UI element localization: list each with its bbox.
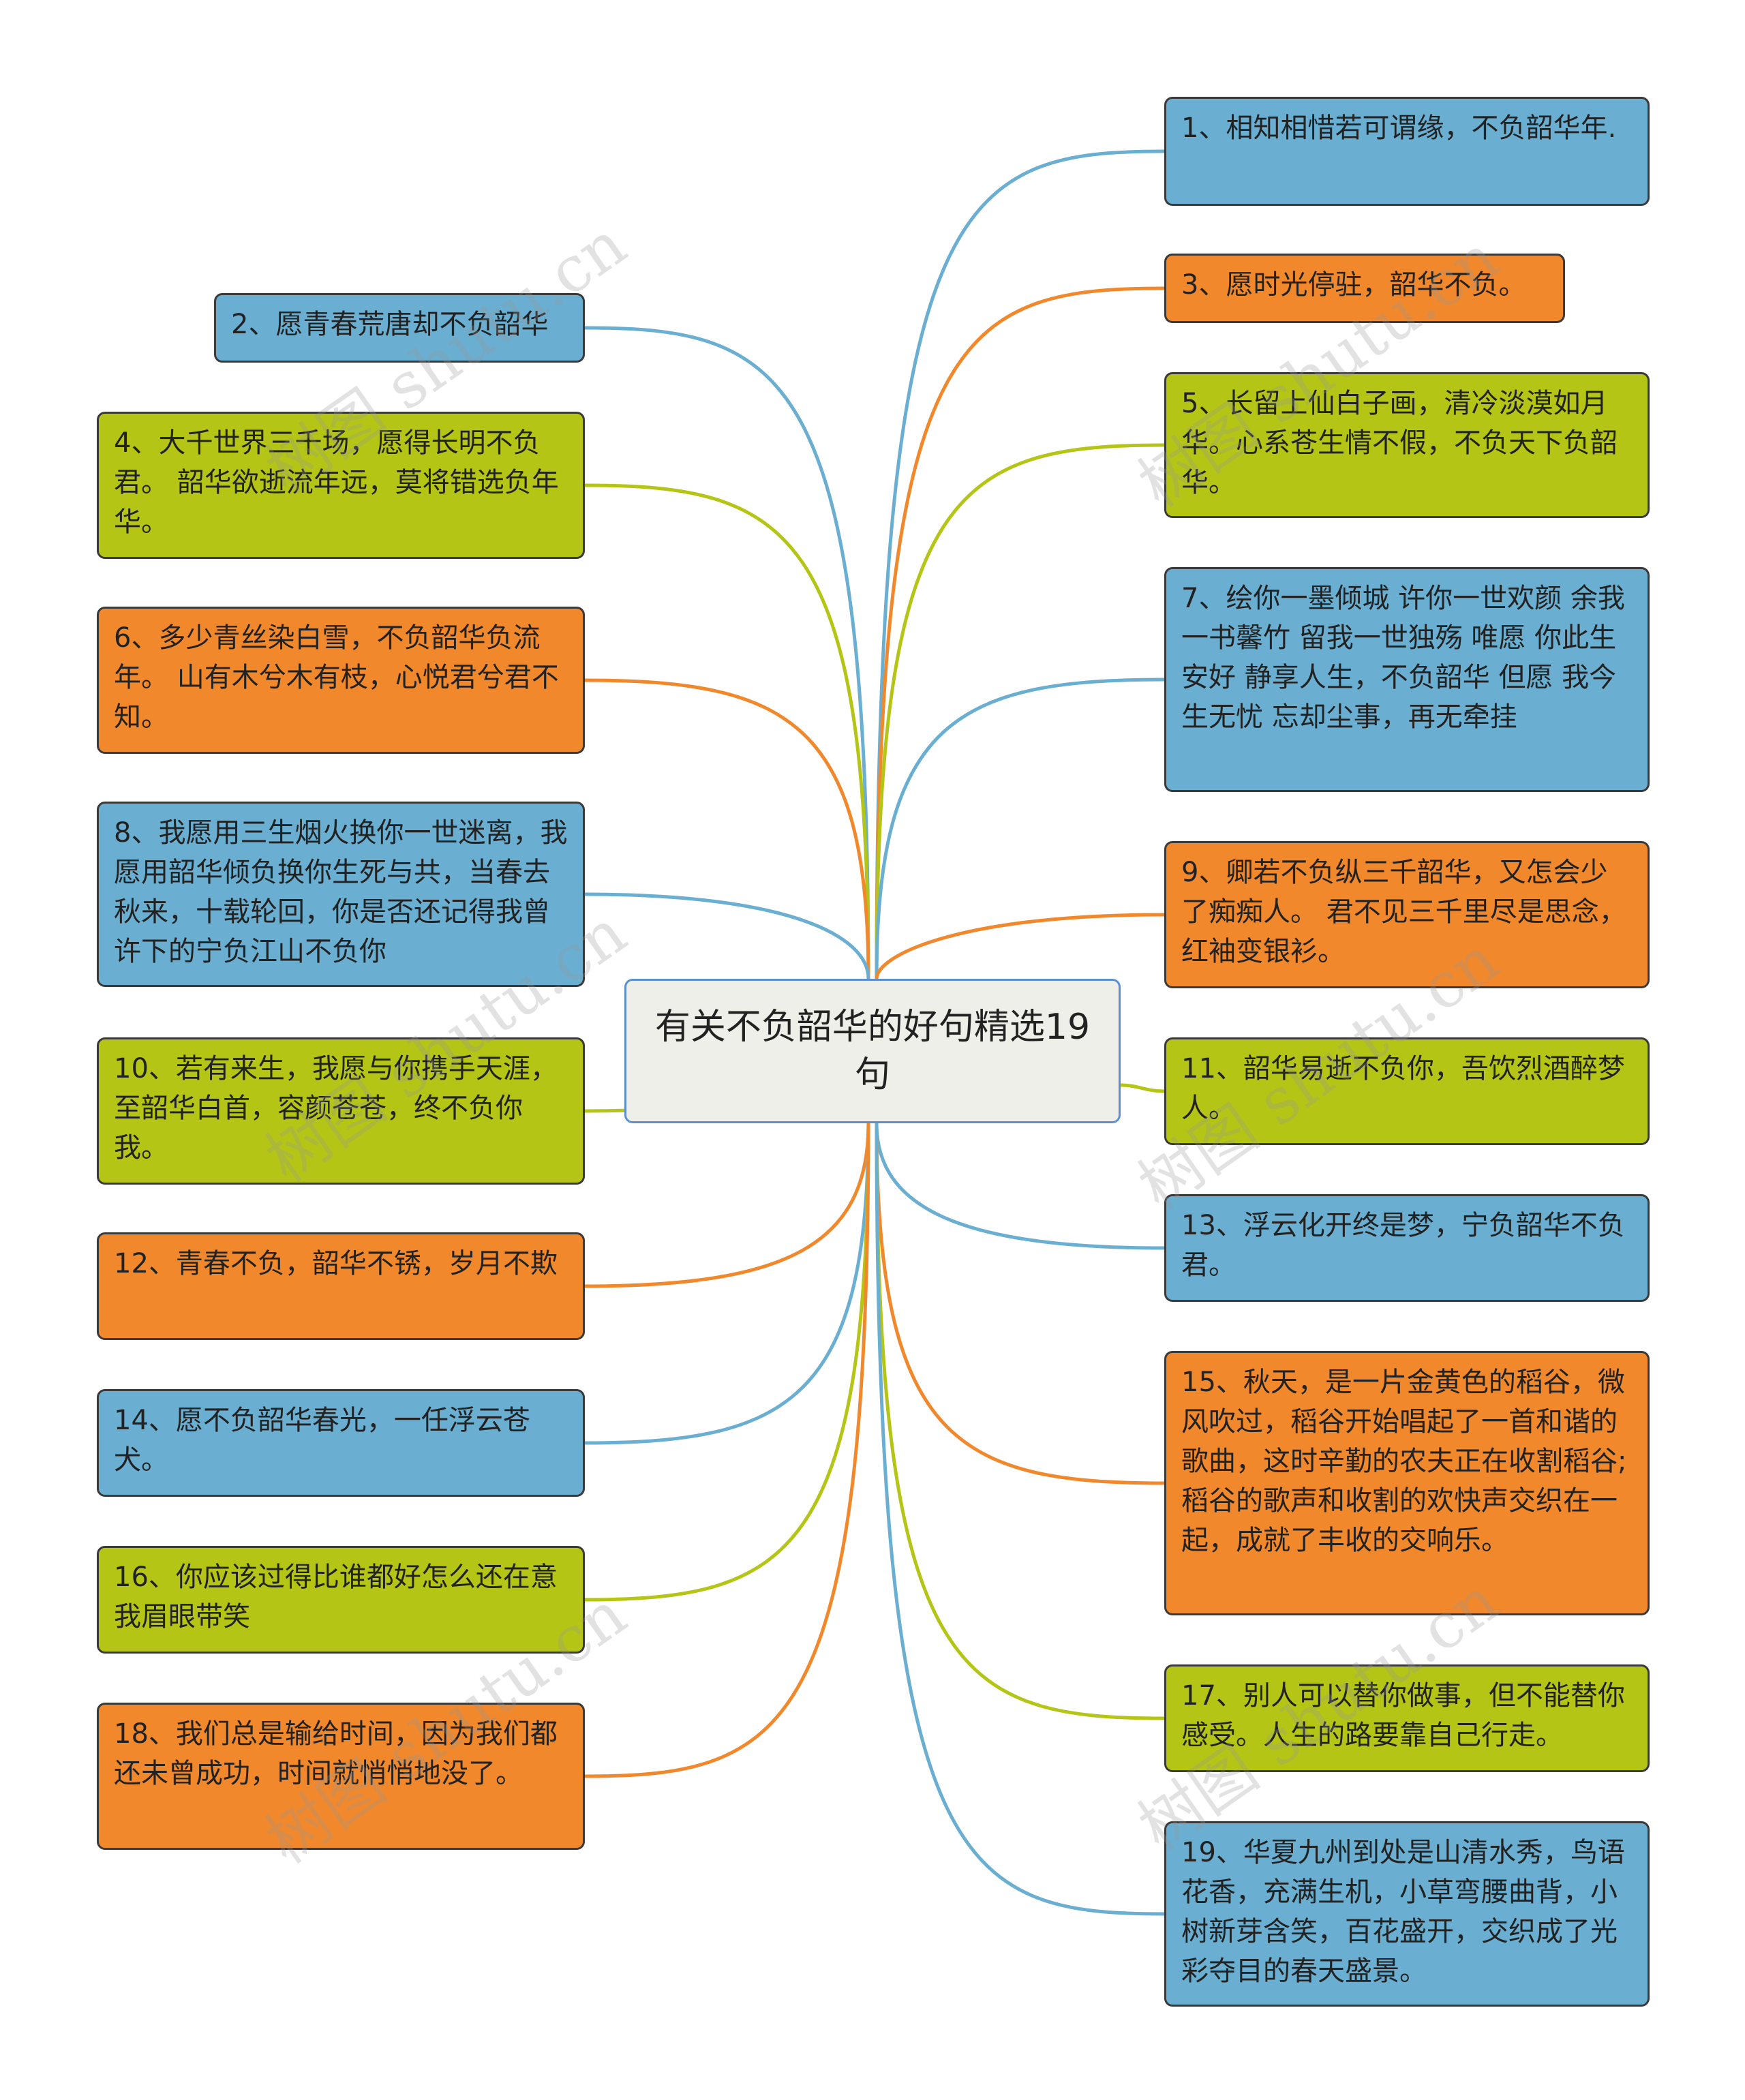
- left-topic-node[interactable]: 6、多少青丝染白雪，不负韶华负流年。 山有木兮木有枝，心悦君兮君不知。: [97, 607, 585, 754]
- central-topic-label: 有关不负韶华的好句精选19句: [654, 1007, 1091, 1095]
- left-topic-node[interactable]: 12、青春不负，韶华不锈，岁月不欺: [97, 1232, 585, 1340]
- right-connector-6: [875, 1123, 1165, 1250]
- right-topic-text: 9、卿若不负纵三千韶华，又怎会少了痴痴人。 君不见三千里尽是思念，红袖变银衫。: [1181, 857, 1626, 967]
- left-topic-text: 6、多少青丝染白雪，不负韶华负流年。 山有木兮木有枝，心悦君兮君不知。: [114, 622, 559, 733]
- right-topic-node[interactable]: 15、秋天，是一片金黄色的稻谷，微风吹过，稻谷开始唱起了一首和谐的歌曲，这时辛勤…: [1164, 1351, 1650, 1615]
- left-topic-text: 18、我们总是输给时间，因为我们都还未曾成功，时间就悄悄地没了。: [114, 1718, 558, 1789]
- right-connector-2: [875, 443, 1165, 979]
- right-connector-9: [875, 1123, 1165, 1916]
- left-topic-text: 8、我愿用三生烟火换你一世迷离，我愿用韶华倾负换你生死与共，当春去秋来，十载轮回…: [114, 817, 568, 967]
- right-topic-node[interactable]: 19、华夏九州到处是山清水秀，鸟语花香，充满生机，小草弯腰曲背，小树新芽含笑，百…: [1164, 1821, 1650, 2007]
- left-topic-node[interactable]: 2、愿青春荒唐却不负韶华: [214, 293, 585, 363]
- right-topic-node[interactable]: 9、卿若不负纵三千韶华，又怎会少了痴痴人。 君不见三千里尽是思念，红袖变银衫。: [1164, 841, 1650, 988]
- left-topic-text: 14、愿不负韶华春光，一任浮云苍犬。: [114, 1405, 530, 1476]
- left-connector-7: [584, 1123, 870, 1602]
- left-topic-node[interactable]: 8、我愿用三生烟火换你一世迷离，我愿用韶华倾负换你生死与共，当春去秋来，十载轮回…: [97, 802, 585, 987]
- right-connector-5: [1120, 1083, 1165, 1093]
- right-topic-node[interactable]: 11、韶华易逝不负你，吾饮烈酒醉梦人。: [1164, 1037, 1650, 1145]
- left-topic-node[interactable]: 16、你应该过得比谁都好怎么还在意我眉眼带笑: [97, 1546, 585, 1654]
- right-connector-4: [875, 913, 1165, 979]
- right-connector-7: [875, 1123, 1165, 1485]
- right-topic-node[interactable]: 5、长留上仙白子画，清冷淡漠如月华。心系苍生情不假，不负天下负韶华。: [1164, 372, 1650, 518]
- right-topic-node[interactable]: 13、浮云化开终是梦，宁负韶华不负君。: [1164, 1194, 1650, 1302]
- left-topic-text: 16、你应该过得比谁都好怎么还在意我眉眼带笑: [114, 1562, 558, 1632]
- right-connector-3: [875, 678, 1165, 979]
- left-topic-node[interactable]: 14、愿不负韶华春光，一任浮云苍犬。: [97, 1389, 585, 1497]
- right-topic-text: 17、别人可以替你做事，但不能替你感受。人生的路要靠自己行走。: [1181, 1680, 1625, 1751]
- right-topic-text: 3、愿时光停驻，韶华不负。: [1181, 269, 1526, 301]
- right-topic-text: 5、长留上仙白子画，清冷淡漠如月华。心系苍生情不假，不负天下负韶华。: [1181, 388, 1618, 498]
- left-topic-node[interactable]: 10、若有来生，我愿与你携手天涯，至韶华白首，容颜苍苍，终不负你我。: [97, 1037, 585, 1185]
- right-topic-text: 19、华夏九州到处是山清水秀，鸟语花香，充满生机，小草弯腰曲背，小树新芽含笑，百…: [1181, 1837, 1625, 1987]
- right-topic-text: 1、相知相惜若可谓缘，不负韶华年.: [1181, 112, 1617, 144]
- left-topic-node[interactable]: 4、大千世界三千场，愿得长明不负君。 韶华欲逝流年远，莫将错选负年华。: [97, 412, 585, 559]
- central-topic[interactable]: 有关不负韶华的好句精选19句: [624, 979, 1121, 1123]
- right-topic-node[interactable]: 1、相知相惜若可谓缘，不负韶华年.: [1164, 97, 1650, 206]
- right-connector-0: [875, 149, 1165, 979]
- left-topic-node[interactable]: 18、我们总是输给时间，因为我们都还未曾成功，时间就悄悄地没了。: [97, 1703, 585, 1850]
- left-topic-text: 10、若有来生，我愿与你携手天涯，至韶华白首，容颜苍苍，终不负你我。: [114, 1053, 558, 1163]
- left-topic-text: 12、青春不负，韶华不锈，岁月不欺: [114, 1248, 558, 1279]
- right-connector-8: [875, 1123, 1165, 1720]
- right-topic-text: 15、秋天，是一片金黄色的稻谷，微风吹过，稻谷开始唱起了一首和谐的歌曲，这时辛勤…: [1181, 1367, 1627, 1556]
- right-topic-node[interactable]: 3、愿时光停驻，韶华不负。: [1164, 254, 1565, 323]
- right-topic-node[interactable]: 17、别人可以替你做事，但不能替你感受。人生的路要靠自己行走。: [1164, 1664, 1650, 1772]
- left-topic-text: 2、愿青春荒唐却不负韶华: [231, 309, 549, 340]
- left-connector-2: [584, 678, 870, 979]
- left-connector-5: [584, 1123, 870, 1288]
- left-connector-0: [584, 326, 870, 979]
- right-topic-node[interactable]: 7、绘你一墨倾城 许你一世欢颜 余我一书馨竹 留我一世独殇 唯愿 你此生安好 静…: [1164, 567, 1650, 792]
- left-connector-6: [584, 1123, 870, 1445]
- left-connector-3: [584, 892, 870, 979]
- right-connector-1: [875, 286, 1165, 979]
- right-topic-text: 7、绘你一墨倾城 许你一世欢颜 余我一书馨竹 留我一世独殇 唯愿 你此生安好 静…: [1181, 583, 1625, 733]
- left-topic-text: 4、大千世界三千场，愿得长明不负君。 韶华欲逝流年远，莫将错选负年华。: [114, 427, 559, 538]
- right-topic-text: 11、韶华易逝不负你，吾饮烈酒醉梦人。: [1181, 1053, 1625, 1124]
- left-connector-1: [584, 483, 870, 979]
- left-connector-8: [584, 1123, 870, 1778]
- right-topic-text: 13、浮云化开终是梦，宁负韶华不负君。: [1181, 1210, 1625, 1281]
